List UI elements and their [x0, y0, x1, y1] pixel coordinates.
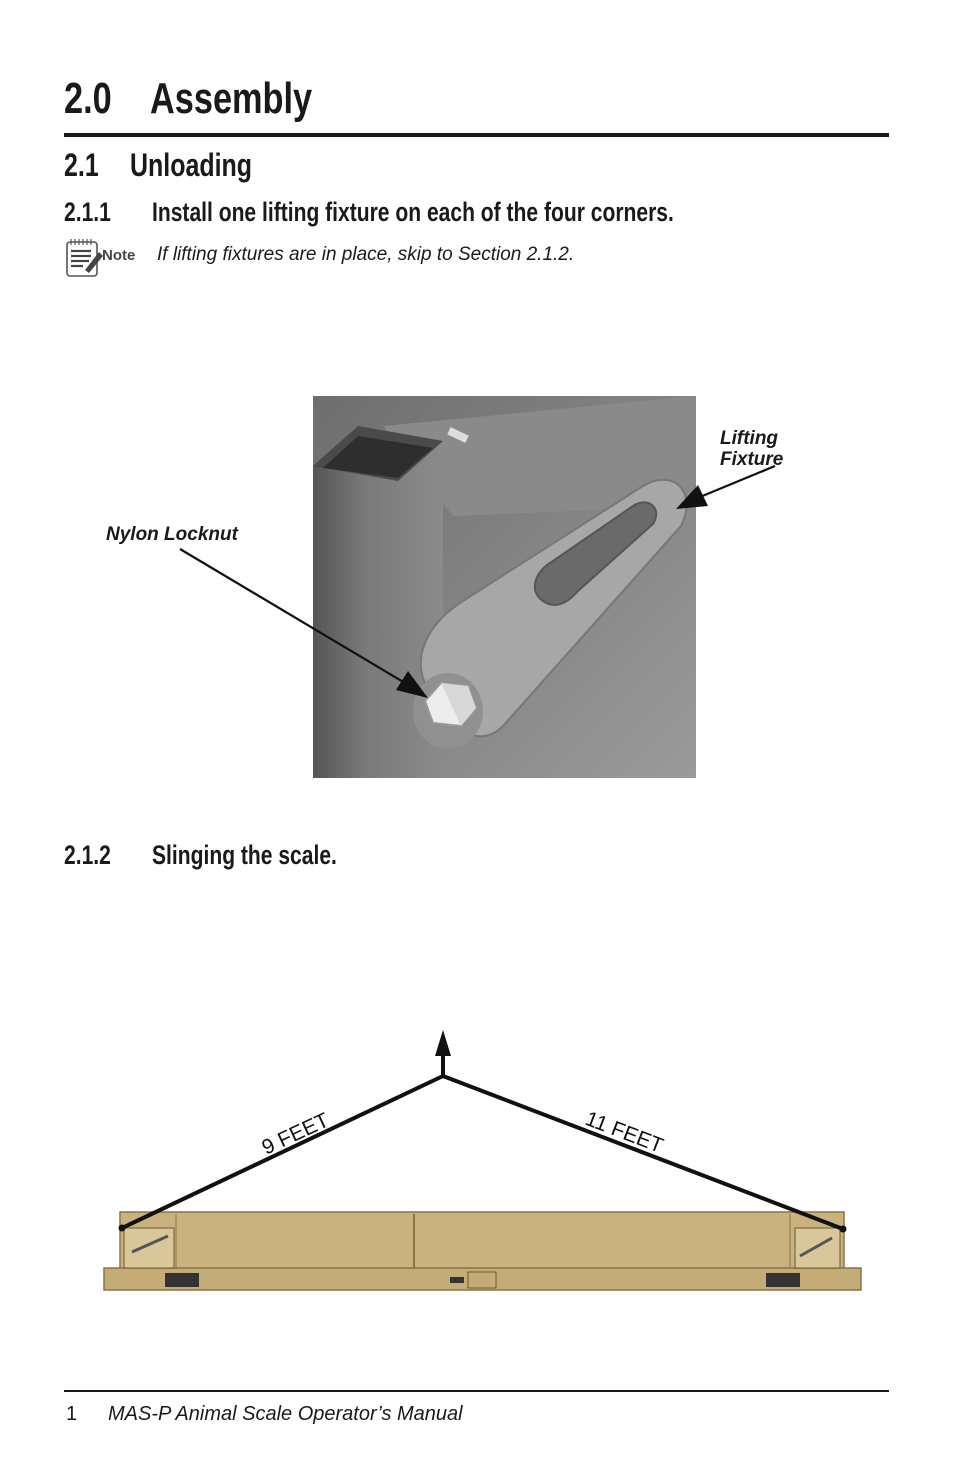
- note-text: If lifting fixtures are in place, skip t…: [157, 244, 575, 265]
- left-length-label: 9 FEET: [258, 1109, 332, 1160]
- subsection-number: 2.1.1: [64, 197, 111, 227]
- nylon-locknut-arrowhead: [396, 671, 428, 698]
- center-plate: [467, 1271, 497, 1289]
- nylon-locknut-leader: [179, 548, 411, 687]
- lifting-fixture-leader: [699, 464, 776, 499]
- right-label-plate: [766, 1273, 800, 1287]
- subsection-title: Install one lifting fixture on each of t…: [152, 197, 674, 227]
- lift-arrowhead: [435, 1030, 451, 1056]
- left-label-plate: [165, 1273, 199, 1287]
- page-number: 1: [66, 1403, 78, 1425]
- right-sling-line: [442, 1074, 844, 1231]
- section-title: Unloading: [130, 147, 253, 183]
- nylon-locknut-callout: Nylon Locknut: [106, 524, 238, 545]
- subsection2-number: 2.1.2: [64, 840, 111, 870]
- section-number: 2.1: [64, 147, 99, 183]
- footer-rule: [64, 1390, 889, 1392]
- heading-number: 2.0: [64, 74, 112, 123]
- lifting-fixture-callout-line2: Fixture: [720, 449, 784, 470]
- left-corner-bracket: [123, 1227, 175, 1269]
- right-corner-bracket: [794, 1227, 841, 1269]
- lifting-fixture-arrowhead: [676, 485, 708, 509]
- manual-title: MAS-P Animal Scale Operator’s Manual: [108, 1403, 463, 1425]
- page-title: Assembly: [150, 74, 313, 123]
- note-label: Note: [102, 247, 136, 264]
- note-icon: [66, 239, 103, 277]
- scale-body: [119, 1211, 845, 1273]
- lifting-fixture-photo: [313, 396, 696, 778]
- lifting-fixture-callout-line1: Lifting: [720, 428, 779, 449]
- scale-base: [103, 1267, 862, 1291]
- left-sling-line: [121, 1074, 444, 1230]
- subsection2-title: Slinging the scale.: [152, 840, 337, 870]
- right-length-label: 11 FEET: [582, 1107, 666, 1158]
- lifting-fixture-callout: Lifting Fixture: [720, 428, 783, 470]
- title-rule: [64, 133, 889, 137]
